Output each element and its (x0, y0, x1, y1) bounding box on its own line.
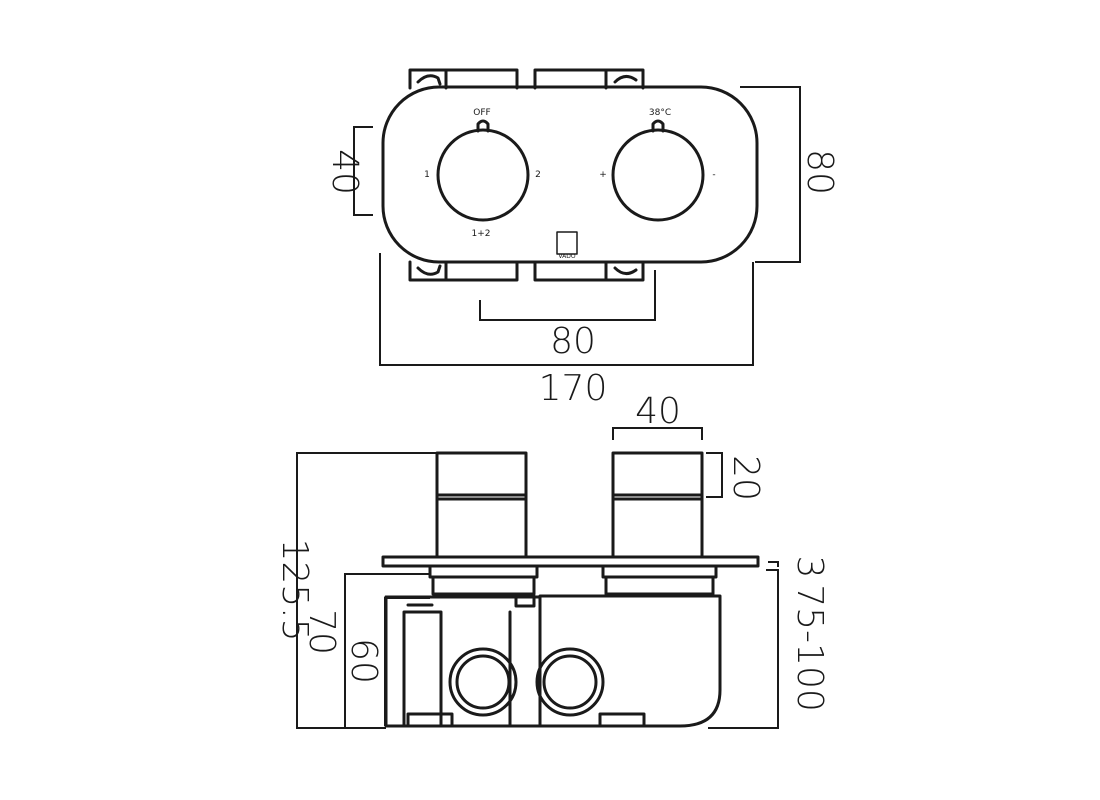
dim-depth-to-plate: 70 (301, 609, 342, 655)
valve-body (384, 594, 722, 728)
dim-line-handle-depth (706, 452, 723, 498)
svg-text:VADO: VADO (558, 253, 575, 260)
dim-line-front-height-left (353, 126, 373, 216)
dim-body-depth: 60 (343, 638, 384, 684)
diverter-knob (436, 119, 530, 222)
face-plate (381, 85, 759, 264)
side-plate (381, 555, 760, 568)
right-handle (611, 451, 704, 559)
dim-handle-depth: 20 (725, 455, 766, 501)
dim-line-body-depth (384, 597, 430, 726)
left-handle (435, 451, 528, 559)
knob-label-minus: - (712, 170, 715, 180)
dim-line-overall-width (379, 253, 754, 366)
dim-line-handle-width (612, 427, 703, 440)
dim-front-height-right: 80 (799, 149, 840, 195)
dim-handle-width: 40 (635, 391, 681, 432)
vado-logo: VADO (556, 231, 578, 260)
dim-line-wall-depth (708, 569, 779, 729)
knob-label-plus: + (599, 170, 607, 180)
dim-wall-depth: 75-100 (789, 584, 830, 712)
dim-line-plate-thickness (768, 561, 779, 567)
dim-overall-width: 170 (539, 368, 608, 409)
side-view: 40 20 125.5 70 60 3 75-100 (274, 391, 830, 729)
knob-label-off: OFF (473, 108, 490, 118)
dim-line-depth-to-plate (344, 573, 430, 728)
dim-bracket-spacing: 80 (550, 321, 596, 362)
mounting-brackets (408, 68, 645, 282)
dim-front-height-left: 40 (324, 149, 365, 195)
dim-line-front-height-right (740, 86, 801, 263)
dim-line-bracket-spacing (479, 270, 656, 321)
knob-label-2: 2 (535, 170, 541, 180)
knob-label-1-plus-2: 1+2 (472, 229, 491, 239)
dim-line-total-depth (296, 452, 437, 729)
knob-label-temperature: 38°C (649, 108, 671, 118)
dim-plate-thickness: 3 (789, 556, 830, 579)
temperature-knob (611, 119, 705, 222)
dim-total-depth: 125.5 (274, 538, 315, 641)
front-view: OFF 1 2 1+2 38°C + - VADO 40 80 80 170 (324, 68, 840, 409)
knob-label-1: 1 (424, 170, 430, 180)
